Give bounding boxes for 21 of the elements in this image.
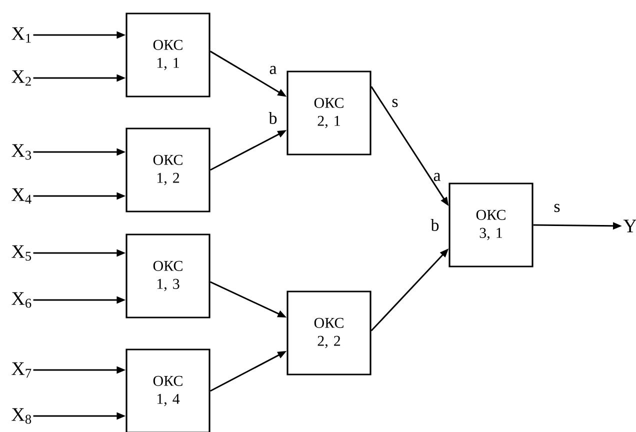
process-box: ОКС 1, 3 [126, 234, 210, 318]
port-label: b [268, 112, 277, 124]
port-label: a [270, 66, 277, 74]
signal-label: X$_{1}$ [12, 27, 31, 43]
process-box: ОКС 2, 1 [286, 70, 372, 156]
port-label: a [434, 172, 441, 182]
signal-label: X$_{6}$ [12, 292, 32, 308]
signal-label: X$_{2}$ [12, 70, 31, 86]
port-label: s [392, 98, 398, 108]
signal-label: X$_{3}$ [12, 144, 32, 160]
process-box: ОКС 2, 2 [286, 290, 372, 376]
signal-label: X$_{5}$ [12, 245, 32, 261]
signal-label: Y [623, 220, 636, 232]
signal-label: X$_{7}$ [12, 362, 32, 378]
process-box: ОКС 1, 1 [126, 12, 210, 98]
port-label: s [554, 204, 560, 212]
process-box: ОКС 1, 4 [126, 348, 210, 432]
signal-label: X$_{4}$ [12, 188, 32, 204]
process-box: ОКС 1, 2 [126, 128, 210, 212]
process-box: ОКС 3, 1 [448, 182, 534, 268]
signal-label: X$_{8}$ [12, 408, 32, 424]
